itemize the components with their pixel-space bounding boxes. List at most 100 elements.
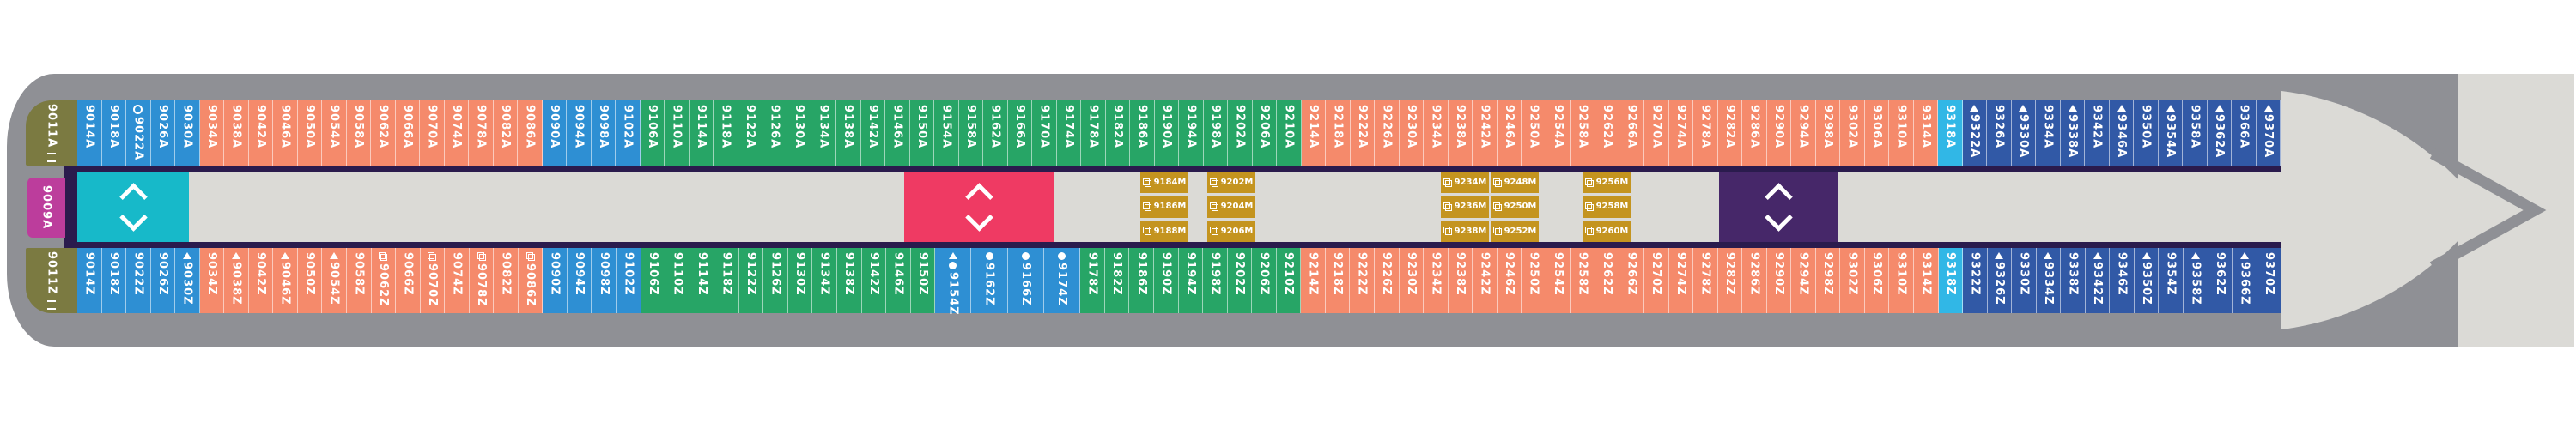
cabin-9214Z[interactable]: 9214Z (1301, 248, 1326, 313)
cabin-9226Z[interactable]: 9226Z (1374, 248, 1400, 313)
cabin-9102Z[interactable]: 9102Z (617, 248, 641, 313)
cabin-9298Z[interactable]: 9298Z (1815, 248, 1841, 313)
cabin-9162Z[interactable]: 9162Z (971, 248, 1008, 313)
cabin-9158A[interactable]: 9158A (958, 100, 984, 166)
cabin-9342Z[interactable]: 9342Z (2085, 248, 2111, 313)
stairs-block-mid[interactable] (904, 172, 1054, 242)
cabin-9038Z[interactable]: 9038Z (224, 248, 249, 313)
cabin-9326A[interactable]: 9326A (1987, 100, 2012, 166)
cabin-9354A[interactable]: 9354A (2158, 100, 2184, 166)
cabin-9150Z[interactable]: 9150Z (910, 248, 936, 313)
cabin-9054Z[interactable]: 9054Z (322, 248, 348, 313)
cabin-9098A[interactable]: 9098A (591, 100, 617, 166)
cabin-9206A[interactable]: 9206A (1252, 100, 1278, 166)
cabin-9294Z[interactable]: 9294Z (1791, 248, 1816, 313)
cabin-9370A[interactable]: 9370A (2256, 100, 2281, 166)
cabin-9250A[interactable]: 9250A (1522, 100, 1546, 166)
cabin-9078Z[interactable]: 9078Z (469, 248, 495, 313)
suite-9186M[interactable]: 9186M (1140, 196, 1188, 218)
cabin-9210A[interactable]: 9210A (1277, 100, 1302, 166)
cabin-9250Z[interactable]: 9250Z (1522, 248, 1546, 313)
cabin-9190Z[interactable]: 9190Z (1154, 248, 1179, 313)
cabin-9014Z[interactable]: 9014Z (77, 248, 102, 313)
cabin-9186Z[interactable]: 9186Z (1129, 248, 1155, 313)
suite-9202M[interactable]: 9202M (1207, 172, 1255, 194)
cabin-9226A[interactable]: 9226A (1375, 100, 1400, 166)
cabin-9358Z[interactable]: 9358Z (2184, 248, 2208, 313)
cabin-9290A[interactable]: 9290A (1766, 100, 1792, 166)
cabin-9270A[interactable]: 9270A (1644, 100, 1669, 166)
cabin-olive-bottom[interactable]: 9011Z (26, 248, 77, 313)
cabin-9050A[interactable]: 9050A (297, 100, 323, 166)
cabin-9130Z[interactable]: 9130Z (787, 248, 813, 313)
cabin-9306A[interactable]: 9306A (1864, 100, 1890, 166)
suite-9188M[interactable]: 9188M (1140, 220, 1188, 242)
cabin-9102A[interactable]: 9102A (616, 100, 641, 166)
cabin-9362Z[interactable]: 9362Z (2208, 248, 2233, 313)
cabin-9334A[interactable]: 9334A (2036, 100, 2061, 166)
cabin-9146A[interactable]: 9146A (885, 100, 910, 166)
cabin-9086A[interactable]: 9086A (518, 100, 543, 166)
cabin-9350A[interactable]: 9350A (2134, 100, 2159, 166)
cabin-9290Z[interactable]: 9290Z (1766, 248, 1792, 313)
cabin-9014A[interactable]: 9014A (77, 100, 102, 166)
cabin-9298A[interactable]: 9298A (1815, 100, 1841, 166)
cabin-9366A[interactable]: 9366A (2232, 100, 2257, 166)
cabin-9266Z[interactable]: 9266Z (1619, 248, 1644, 313)
cabin-9274Z[interactable]: 9274Z (1668, 248, 1694, 313)
cabin-9194A[interactable]: 9194A (1179, 100, 1204, 166)
suite-9234M[interactable]: 9234M (1441, 172, 1489, 194)
cabin-9210Z[interactable]: 9210Z (1276, 248, 1302, 313)
cabin-9246Z[interactable]: 9246Z (1497, 248, 1522, 313)
cabin-9302Z[interactable]: 9302Z (1840, 248, 1865, 313)
cabin-9046A[interactable]: 9046A (273, 100, 298, 166)
cabin-9134A[interactable]: 9134A (811, 100, 836, 166)
cabin-9154A[interactable]: 9154A (934, 100, 959, 166)
cabin-9242A[interactable]: 9242A (1473, 100, 1498, 166)
cabin-9310A[interactable]: 9310A (1889, 100, 1914, 166)
cabin-9358A[interactable]: 9358A (2183, 100, 2208, 166)
cabin-9066Z[interactable]: 9066Z (396, 248, 421, 313)
cabin-9082A[interactable]: 9082A (493, 100, 519, 166)
cabin-9370Z[interactable]: 9370Z (2257, 248, 2282, 313)
stairs-block-forward[interactable] (1719, 172, 1838, 242)
cabin-9042A[interactable]: 9042A (248, 100, 274, 166)
cabin-9326Z[interactable]: 9326Z (1987, 248, 2013, 313)
cabin-9198A[interactable]: 9198A (1203, 100, 1229, 166)
cabin-9106A[interactable]: 9106A (640, 100, 665, 166)
cabin-9270Z[interactable]: 9270Z (1643, 248, 1669, 313)
cabin-9274A[interactable]: 9274A (1668, 100, 1694, 166)
cabin-9114Z[interactable]: 9114Z (690, 248, 715, 313)
cabin-9074A[interactable]: 9074A (444, 100, 470, 166)
cabin-9094Z[interactable]: 9094Z (567, 248, 592, 313)
cabin-9086Z[interactable]: 9086Z (518, 248, 544, 313)
cabin-9094A[interactable]: 9094A (567, 100, 592, 166)
cabin-9258Z[interactable]: 9258Z (1571, 248, 1595, 313)
cabin-9346Z[interactable]: 9346Z (2110, 248, 2135, 313)
cabin-9310Z[interactable]: 9310Z (1889, 248, 1914, 313)
cabin-9034Z[interactable]: 9034Z (199, 248, 225, 313)
cabin-9082Z[interactable]: 9082Z (494, 248, 519, 313)
cabin-9242Z[interactable]: 9242Z (1473, 248, 1498, 313)
cabin-9282Z[interactable]: 9282Z (1717, 248, 1743, 313)
cabin-9278Z[interactable]: 9278Z (1693, 248, 1718, 313)
cabin-9074Z[interactable]: 9074Z (445, 248, 470, 313)
suite-9238M[interactable]: 9238M (1441, 220, 1489, 242)
cabin-9026A[interactable]: 9026A (150, 100, 176, 166)
cabin-9330A[interactable]: 9330A (2011, 100, 2037, 166)
cabin-9106Z[interactable]: 9106Z (641, 248, 666, 313)
cabin-9142Z[interactable]: 9142Z (861, 248, 887, 313)
stairs-block-aft[interactable] (77, 172, 189, 242)
cabin-9126Z[interactable]: 9126Z (763, 248, 788, 313)
cabin-9118A[interactable]: 9118A (714, 100, 738, 166)
cabin-9230A[interactable]: 9230A (1399, 100, 1425, 166)
suite-9248M[interactable]: 9248M (1491, 172, 1539, 194)
cabin-9166Z[interactable]: 9166Z (1007, 248, 1045, 313)
cabin-9202A[interactable]: 9202A (1228, 100, 1253, 166)
cabin-9122Z[interactable]: 9122Z (738, 248, 764, 313)
cabin-9178Z[interactable]: 9178Z (1080, 248, 1105, 313)
cabin-9238Z[interactable]: 9238Z (1448, 248, 1473, 313)
cabin-9098Z[interactable]: 9098Z (592, 248, 617, 313)
cabin-9278A[interactable]: 9278A (1693, 100, 1718, 166)
cabin-9262A[interactable]: 9262A (1595, 100, 1620, 166)
